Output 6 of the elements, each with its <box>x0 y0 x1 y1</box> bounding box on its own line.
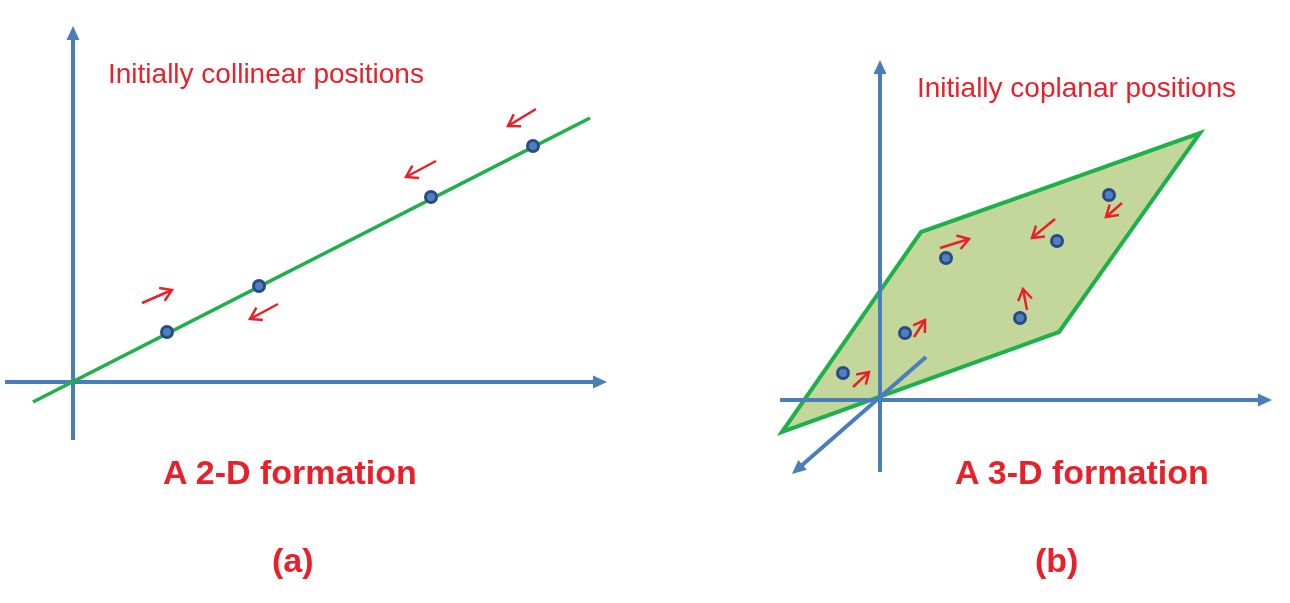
panel-title: A 3-D formation <box>955 455 1209 489</box>
panel-label: (b) <box>1035 543 1079 577</box>
annotation-text: Initially coplanar positions <box>917 74 1237 102</box>
panel-label: (a) <box>272 543 314 577</box>
panel-title: A 2-D formation <box>163 455 417 489</box>
annotation-text: Initially collinear positions <box>108 60 424 88</box>
